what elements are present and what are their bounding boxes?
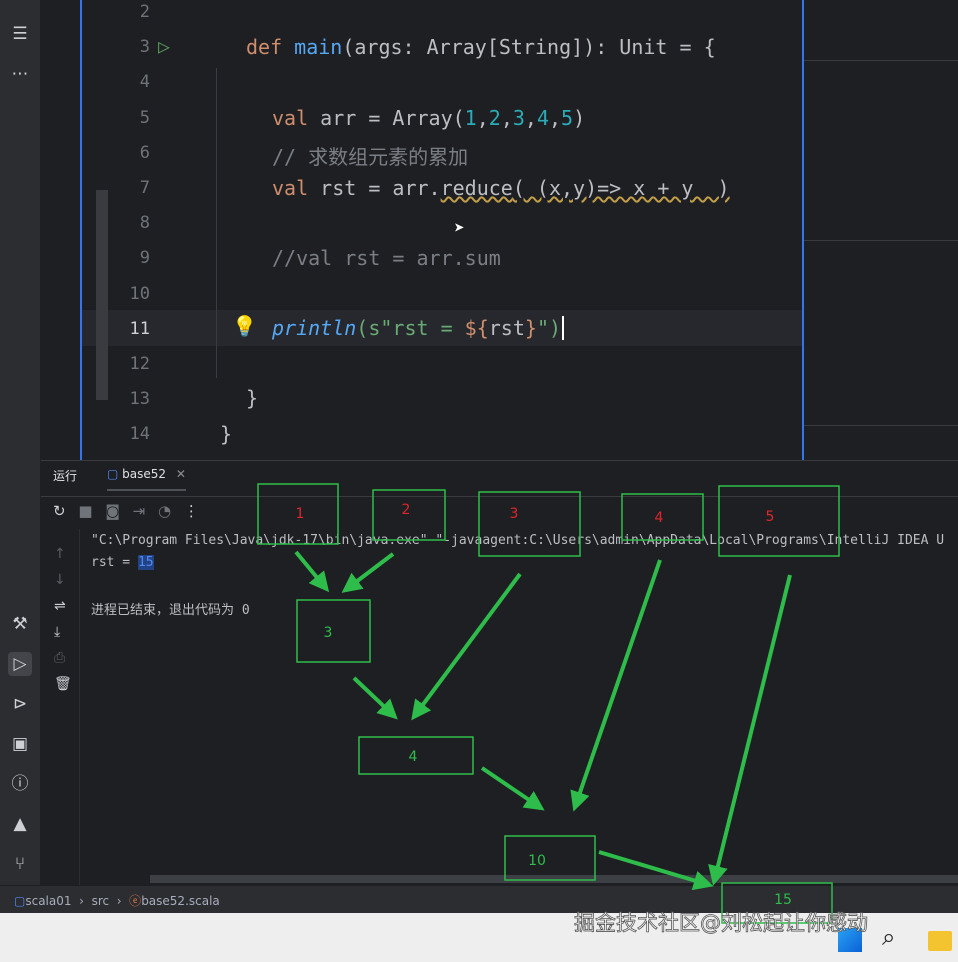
mouse-cursor-icon: ➤: [454, 218, 465, 239]
line-number: 8: [139, 213, 150, 234]
line-number: 14: [129, 424, 150, 445]
code-line-6: // 求数组元素的累加: [272, 145, 469, 169]
screenshot-icon[interactable]: ◙: [105, 502, 120, 520]
profiler-icon[interactable]: ◔: [158, 502, 172, 520]
run-gutter-icon[interactable]: ▷: [158, 34, 171, 58]
windows-start-icon[interactable]: [838, 928, 862, 952]
code-line-3: def main(args: Array[String]): Unit = {: [246, 35, 716, 59]
file-explorer-icon[interactable]: [928, 931, 952, 951]
lightbulb-icon[interactable]: 💡: [232, 314, 257, 338]
line-number: 3: [139, 37, 150, 58]
more-icon[interactable]: ⋯: [11, 64, 29, 84]
run-icon[interactable]: ▷: [8, 652, 32, 676]
editor-scrollbar[interactable]: [96, 190, 108, 400]
services-icon[interactable]: ⊳: [12, 694, 28, 714]
code-editor-popup[interactable]: 2 3 4 5 6 7 8 9 10 11 12 13 14 ▷ 💡 def main(args: Ar…: [80, 0, 804, 468]
line-number: 2: [139, 2, 150, 22]
line-number: 6: [139, 142, 150, 163]
terminal-icon[interactable]: ▣: [11, 734, 29, 754]
structure-icon[interactable]: ☰: [12, 24, 28, 44]
line-number: 7: [139, 178, 150, 198]
down-arrow-icon[interactable]: ↓: [54, 572, 66, 588]
rerun-icon[interactable]: ↻: [53, 502, 66, 520]
run-toolbar: ↻ ■ ◙ ⇥ ◔ ⋮: [53, 502, 199, 520]
close-tab-icon[interactable]: ✕: [175, 467, 186, 481]
scroll-end-icon[interactable]: ⤓: [54, 624, 61, 640]
line-number: 10: [129, 283, 150, 304]
output-command-line: "C:\Program Files\Java\jdk-17\bin\java.e…: [91, 533, 945, 548]
line-number: 4: [139, 72, 150, 93]
trash-icon[interactable]: 🗑: [54, 676, 72, 692]
tab-base52[interactable]: ▢ base52 ✕: [107, 467, 186, 491]
line-number: 12: [129, 354, 150, 374]
output-exit-line: 进程已结束，退出代码为 0: [91, 603, 250, 618]
problems-icon[interactable]: ⓘ: [11, 774, 29, 794]
status-bar: ▢scala01 › src › ⓔbase52.scala: [0, 885, 958, 913]
scala-file-icon: ▢: [107, 467, 119, 481]
output-side-toolbar: ↑ ↓ ⇌ ⤓ ⎙ 🗑: [54, 541, 72, 697]
print-icon[interactable]: ⎙: [54, 650, 66, 666]
more-options-icon[interactable]: ⋮: [183, 502, 199, 520]
module-icon: ▢: [14, 894, 26, 908]
left-tool-sidebar: ☰ ⋯ ⚒ ▷ ⊳ ▣ ⓘ ▲ ⑂: [0, 0, 41, 885]
up-arrow-icon[interactable]: ↑: [54, 546, 66, 562]
code-line-7: val rst = arr.reduce( (x,y)=> x + y ): [272, 176, 730, 200]
line-number: 9: [139, 248, 150, 269]
scala-file-icon: ⓔ: [129, 894, 142, 908]
stop-icon[interactable]: ■: [78, 502, 93, 520]
horizontal-scrollbar[interactable]: [150, 875, 958, 883]
background-editor: [803, 0, 958, 460]
code-line-5: val arr = Array(1,2,3,4,5): [272, 106, 586, 130]
code-line-14: }: [220, 422, 233, 446]
warning-icon[interactable]: ▲: [13, 814, 27, 834]
line-number: 5: [139, 107, 150, 128]
code-line-9: //val rst = arr.sum: [272, 246, 501, 270]
run-panel: 运行 ▢ base52 ✕ ↻ ■ ◙ ⇥ ◔ ⋮ ↑ ↓ ⇌ ⤓ ⎙ 🗑 "C:\Pro…: [41, 460, 958, 886]
search-icon[interactable]: ⌕: [882, 923, 896, 951]
current-line-highlight: [82, 310, 802, 346]
output-result-line: rst = 15: [91, 555, 154, 570]
run-tool-title: 运行: [53, 469, 78, 483]
taskbar: ⌕: [0, 913, 958, 962]
restore-layout-icon[interactable]: ⇥: [132, 502, 146, 520]
git-icon[interactable]: ⑂: [14, 854, 26, 874]
breadcrumb: ▢scala01 › src › ⓔbase52.scala: [14, 894, 220, 908]
code-line-13: }: [246, 386, 259, 410]
soft-wrap-icon[interactable]: ⇌: [54, 598, 66, 614]
build-icon[interactable]: ⚒: [12, 614, 28, 634]
code-line-11: println(s"rst = ${rst}"): [272, 316, 565, 340]
line-number: 11: [129, 318, 150, 339]
line-number: 13: [129, 389, 150, 410]
